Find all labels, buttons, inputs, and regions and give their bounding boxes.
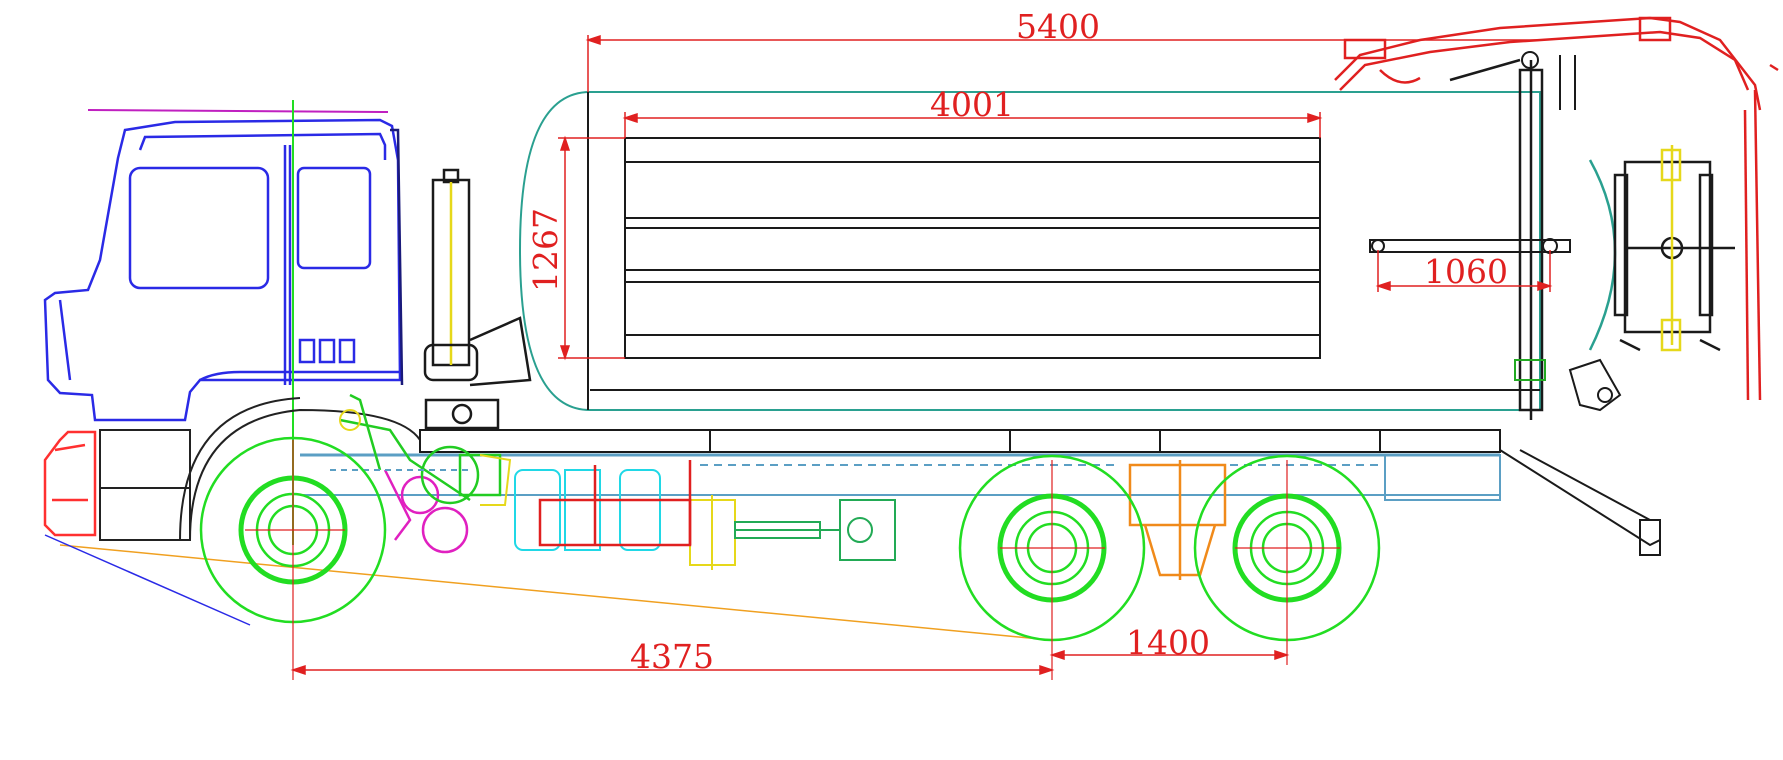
dim-overall-length: 5400: [1016, 7, 1100, 46]
boom-mount: [1521, 51, 1576, 110]
pump-assembly-green: [339, 393, 502, 505]
pump-assembly-magenta: [383, 469, 469, 554]
orange-suspension: [1128, 460, 1227, 580]
cab-ground-line: [59, 544, 1051, 641]
dim-tank-inner-length: 4001: [930, 85, 1014, 124]
front-step: [99, 429, 191, 541]
suction-boom: [1334, 16, 1779, 401]
cab-roof-line: [87, 109, 389, 113]
red-cylinder: [538, 460, 692, 547]
dimension-lines: [290, 34, 1553, 676]
lift-cylinder: [423, 168, 532, 430]
tank: [518, 91, 1541, 411]
dim-rear-component-width: 1060: [1424, 252, 1508, 291]
rear-hinge: [1514, 358, 1622, 412]
dim-rear-axle-spacing: 1400: [1126, 623, 1210, 662]
cyan-components: [514, 469, 661, 551]
rear-valve-assembly: [1613, 145, 1735, 352]
front-fender: [179, 397, 421, 541]
dim-wheelbase: 4375: [630, 637, 714, 676]
green-gearbox: [734, 499, 896, 561]
front-bumper: [43, 430, 97, 537]
truck-cab: [43, 118, 404, 422]
axle-centerlines: [245, 440, 1340, 680]
chassis-chain: [330, 464, 1380, 471]
dim-tank-height: 1267: [526, 208, 565, 292]
dimension-labels: 5400 4001 1267 1060 4375 1400: [526, 7, 1508, 676]
front-ground-line: [44, 534, 251, 626]
